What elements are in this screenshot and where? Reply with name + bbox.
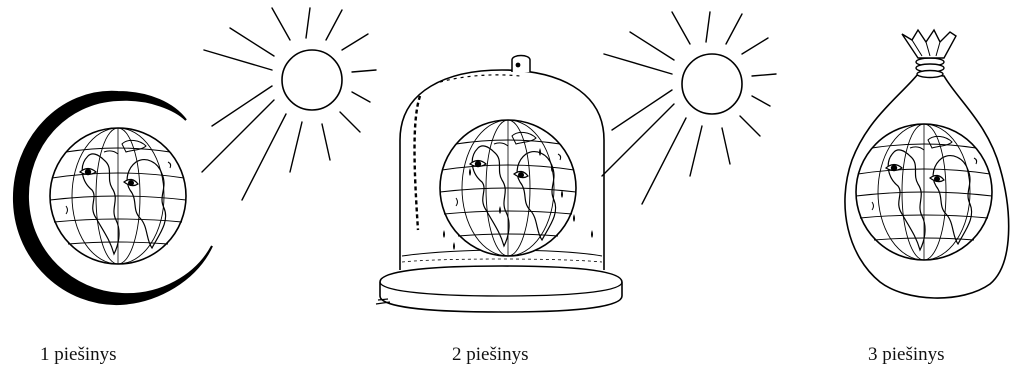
bag-top	[901, 28, 957, 59]
figure-3-caption: 3 piešinys	[868, 344, 945, 365]
figure-3	[844, 28, 1010, 299]
globe-icon	[49, 127, 187, 265]
figure-1	[12, 7, 377, 306]
sun-icon	[201, 7, 377, 201]
globe-icon	[439, 119, 577, 257]
figure-2-caption: 2 piešinys	[452, 344, 529, 365]
water-drops	[443, 148, 593, 250]
bag-tie	[915, 57, 945, 79]
sun-icon	[601, 11, 777, 205]
bell-jar-knob	[511, 54, 531, 72]
dark-shell	[12, 90, 213, 306]
figure-1-caption: 1 piešinys	[40, 344, 117, 365]
bell-jar-base	[379, 265, 623, 313]
bell-jar-dome	[399, 69, 605, 270]
globe-icon	[855, 123, 993, 261]
figure-2	[375, 11, 777, 313]
